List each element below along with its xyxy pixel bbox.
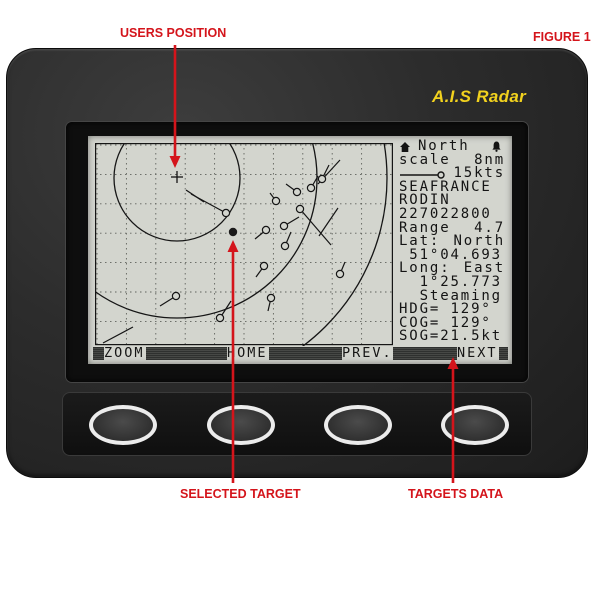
softkey-bar-fill	[499, 347, 508, 360]
radar-target	[190, 193, 231, 218]
orientation-row: North	[399, 138, 505, 154]
radar-target	[279, 216, 300, 231]
screen-bezel: North scale 8nm 15kts SEAFRANCE RODIN	[66, 122, 528, 382]
scale-label: scale	[399, 151, 451, 168]
target-marker	[221, 208, 231, 218]
target-marker	[171, 291, 181, 301]
heading-readout: HDG= 129°	[399, 301, 492, 318]
softkey-bar: ZOOM HOME PREV. NEXT	[93, 347, 508, 360]
radar-grid	[95, 143, 392, 346]
radar-target	[215, 300, 232, 323]
target-heading-line	[190, 193, 227, 214]
vessel-name-line2: RODIN	[399, 192, 451, 209]
ais-radar-device: A.I.S Radar	[6, 48, 588, 478]
target-track-line	[318, 207, 339, 237]
lcd-screen: North scale 8nm 15kts SEAFRANCE RODIN	[88, 136, 512, 364]
softkey-bar-fill	[393, 347, 457, 360]
scale-value: 8nm	[474, 151, 505, 168]
softkey-label-zoom: ZOOM	[104, 347, 145, 360]
latitude-value: 51°04.693	[409, 246, 502, 263]
target-marker	[261, 225, 271, 235]
radar-target	[317, 164, 330, 184]
target-marker	[335, 269, 345, 279]
brand-logo: A.I.S Radar	[432, 87, 526, 106]
navigation-status: Steaming	[419, 287, 502, 304]
target-marker	[279, 221, 289, 231]
target-heading-line	[299, 208, 332, 246]
course-over-ground-readout: COG= 129°	[399, 314, 492, 331]
radar-target	[255, 261, 269, 278]
softkey-label-prev: PREV.	[342, 347, 393, 360]
orientation-label: North	[418, 138, 470, 154]
home-softkey-button[interactable]	[207, 405, 275, 445]
softkey-label-next: NEXT	[457, 347, 498, 360]
radar-target	[285, 183, 302, 197]
target-marker	[317, 174, 327, 184]
radar-target	[295, 204, 332, 246]
radar-target	[159, 291, 181, 307]
radar-target	[280, 231, 292, 251]
range-value: 4.7	[474, 219, 505, 236]
alarm-bell-icon	[492, 141, 501, 153]
longitude-label: Long:	[399, 260, 451, 277]
users-position-annotation: USERS POSITION	[120, 26, 227, 40]
selected-target-annotation: SELECTED TARGET	[180, 487, 301, 501]
radar-frame	[95, 143, 393, 346]
radar-target	[269, 192, 281, 206]
longitude-hemisphere: East	[463, 260, 505, 277]
target-marker	[266, 293, 276, 303]
softkey-bar-fill	[93, 347, 104, 360]
speed-vector-row: 15kts	[399, 165, 505, 182]
speed-vector-icon	[399, 169, 445, 179]
softkey-label-home: HOME	[227, 347, 268, 360]
zoom-softkey-button[interactable]	[89, 405, 157, 445]
latitude-hemisphere: North	[453, 233, 505, 250]
target-marker	[292, 187, 302, 197]
radar-plot	[95, 143, 393, 346]
range-label: Range	[399, 219, 451, 236]
vessel-name-line1: SEAFRANCE	[399, 178, 492, 195]
radar-target	[306, 175, 319, 193]
longitude-value: 1°25.773	[419, 273, 502, 290]
target-marker	[215, 313, 225, 323]
north-up-icon	[400, 141, 410, 152]
range-ring-outer	[301, 143, 388, 346]
figure-label: FIGURE 1	[533, 30, 591, 44]
prev-softkey-button[interactable]	[324, 405, 392, 445]
target-marker	[280, 241, 290, 251]
scale-row: scale 8nm	[399, 151, 505, 168]
user-position-cross-icon	[171, 171, 183, 183]
vessel-mmsi: 227022800	[399, 205, 492, 222]
softkey-button-panel	[62, 392, 532, 456]
selected-target-marker	[228, 227, 238, 237]
target-info-panel: North scale 8nm 15kts SEAFRANCE RODIN	[399, 138, 505, 345]
radar-target	[335, 261, 346, 279]
next-softkey-button[interactable]	[441, 405, 509, 445]
latitude-label: Lat:	[399, 233, 441, 250]
target-marker	[295, 204, 305, 214]
softkey-bar-fill	[269, 347, 342, 360]
longitude-row: Long: East	[399, 262, 505, 276]
targets-data-annotation: TARGETS DATA	[408, 487, 504, 501]
target-marker	[306, 183, 316, 193]
speed-over-ground-readout: SOG=21.5kt	[399, 328, 502, 345]
target-marker	[271, 196, 281, 206]
radar-targets	[159, 164, 346, 323]
softkey-bar-fill	[146, 347, 227, 360]
latitude-row: Lat: North	[399, 233, 505, 250]
radar-target	[254, 225, 271, 240]
speed-vector-value: 15kts	[453, 165, 505, 182]
range-row: Range 4.7	[399, 219, 505, 236]
radar-target	[266, 293, 276, 312]
target-track-line	[102, 326, 134, 344]
range-ring-inner	[113, 143, 241, 242]
target-marker	[259, 261, 269, 271]
